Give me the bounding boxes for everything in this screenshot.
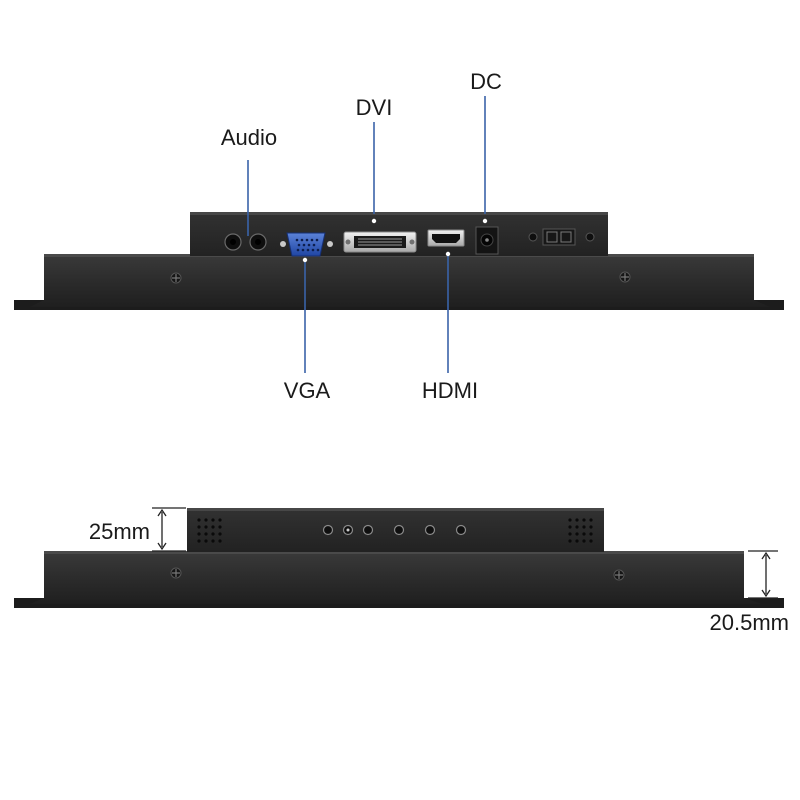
vent-holes-icon — [197, 518, 222, 543]
control-button-icon — [424, 524, 436, 536]
control-button-icon — [393, 524, 405, 536]
audio-label: Audio — [221, 125, 277, 150]
back-cover-depth-label: 25mm — [89, 519, 150, 544]
vga-label: VGA — [284, 378, 331, 403]
dimension-25mm — [152, 507, 186, 552]
dc-label: DC — [470, 69, 502, 94]
screw-icon — [170, 272, 182, 284]
screw-icon — [619, 271, 631, 283]
control-button-icon — [362, 524, 374, 536]
screw-icon — [170, 567, 182, 579]
power-switch-icon — [528, 228, 595, 246]
dvi-label: DVI — [356, 95, 393, 120]
hdmi-label: HDMI — [422, 378, 478, 403]
bottom-bezel-body — [30, 551, 762, 604]
audio-jack-icon — [224, 233, 267, 251]
control-buttons — [322, 524, 467, 536]
callout-lines — [247, 96, 486, 373]
control-button-icon — [455, 524, 467, 536]
dimension-20-5mm — [748, 550, 778, 599]
bottom-view: 25mm 20.5mm — [14, 507, 789, 635]
control-button-icon — [322, 524, 334, 536]
hdmi-port-icon — [427, 229, 465, 247]
screw-icon — [613, 569, 625, 581]
dvi-port-icon — [343, 231, 417, 253]
top-view: Audio DVI DC VGA HDMI — [14, 69, 784, 403]
led-indicator-icon — [342, 524, 354, 536]
vga-port-icon — [280, 232, 333, 257]
vent-holes-icon — [568, 518, 593, 543]
dc-jack-icon — [475, 226, 499, 255]
top-bezel-body — [30, 254, 770, 307]
bezel-depth-label: 20.5mm — [710, 610, 789, 635]
